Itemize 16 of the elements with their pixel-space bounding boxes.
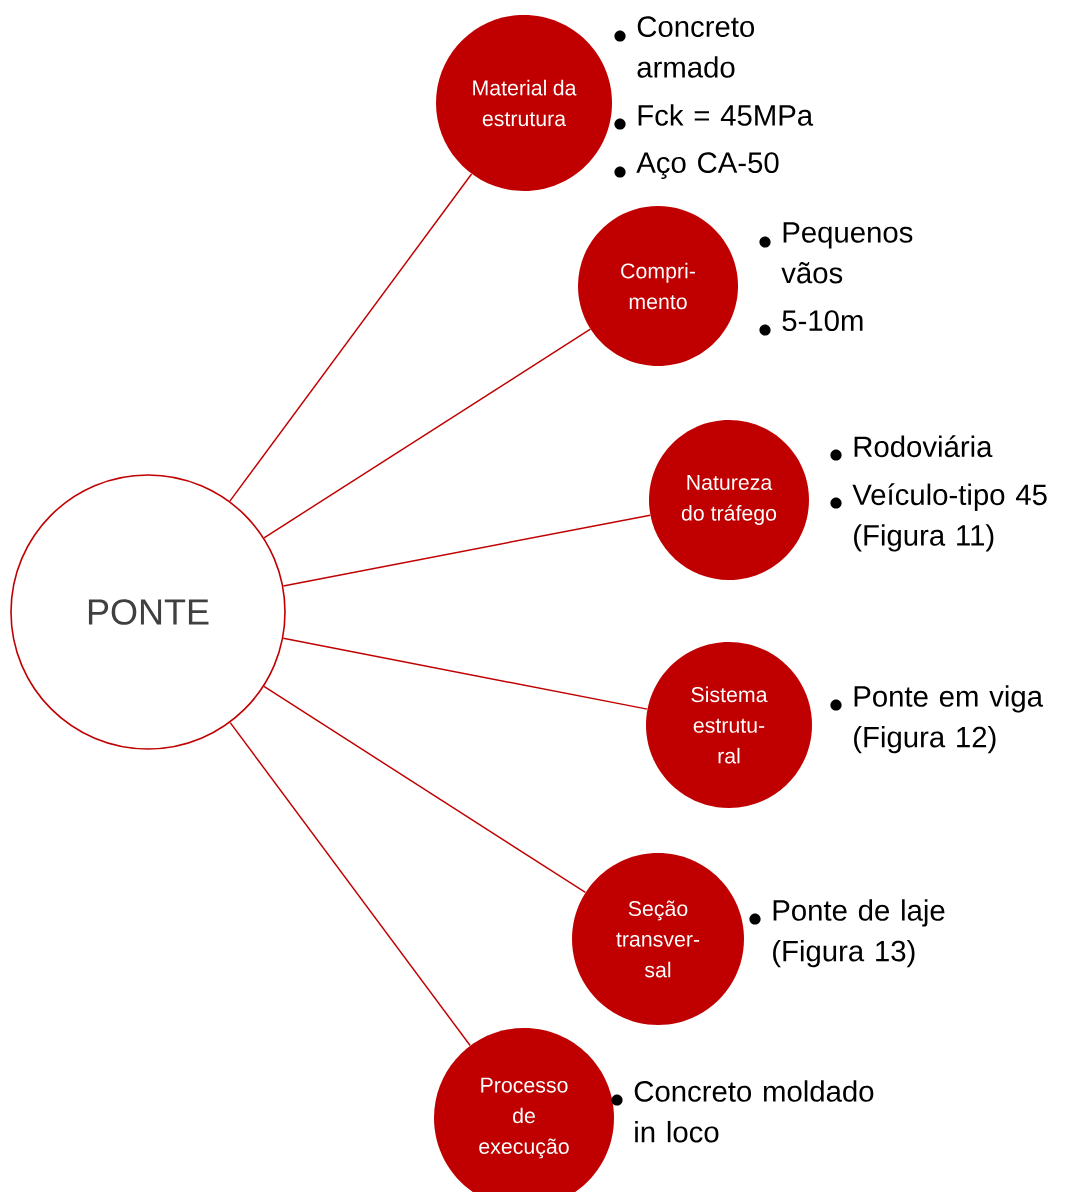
connector-line [263,328,592,539]
bullet-item: Veículo-tipo 45 (Figura 11) [830,483,1047,552]
connector-line [229,721,471,1047]
bullet-item: Concreto armado [614,16,755,78]
bullet-item: Fck = 45MPa [614,104,814,130]
connector-line [282,637,648,710]
connector-line [229,173,473,502]
bullet-item: 5-10m [759,310,863,336]
bullet-item: Rodoviária [830,435,993,461]
bullet-item: Ponte em viga (Figura 12) [830,685,1043,754]
bullet-item: Pequenos vãos [759,222,913,284]
bullet-item: Concreto moldado in loco [611,1080,874,1143]
bullet-item: Aço CA-50 [614,152,779,179]
bullet-item: Ponte de laje (Figura 13) [749,899,945,968]
connector-line [263,685,587,894]
connector-line [282,514,651,587]
